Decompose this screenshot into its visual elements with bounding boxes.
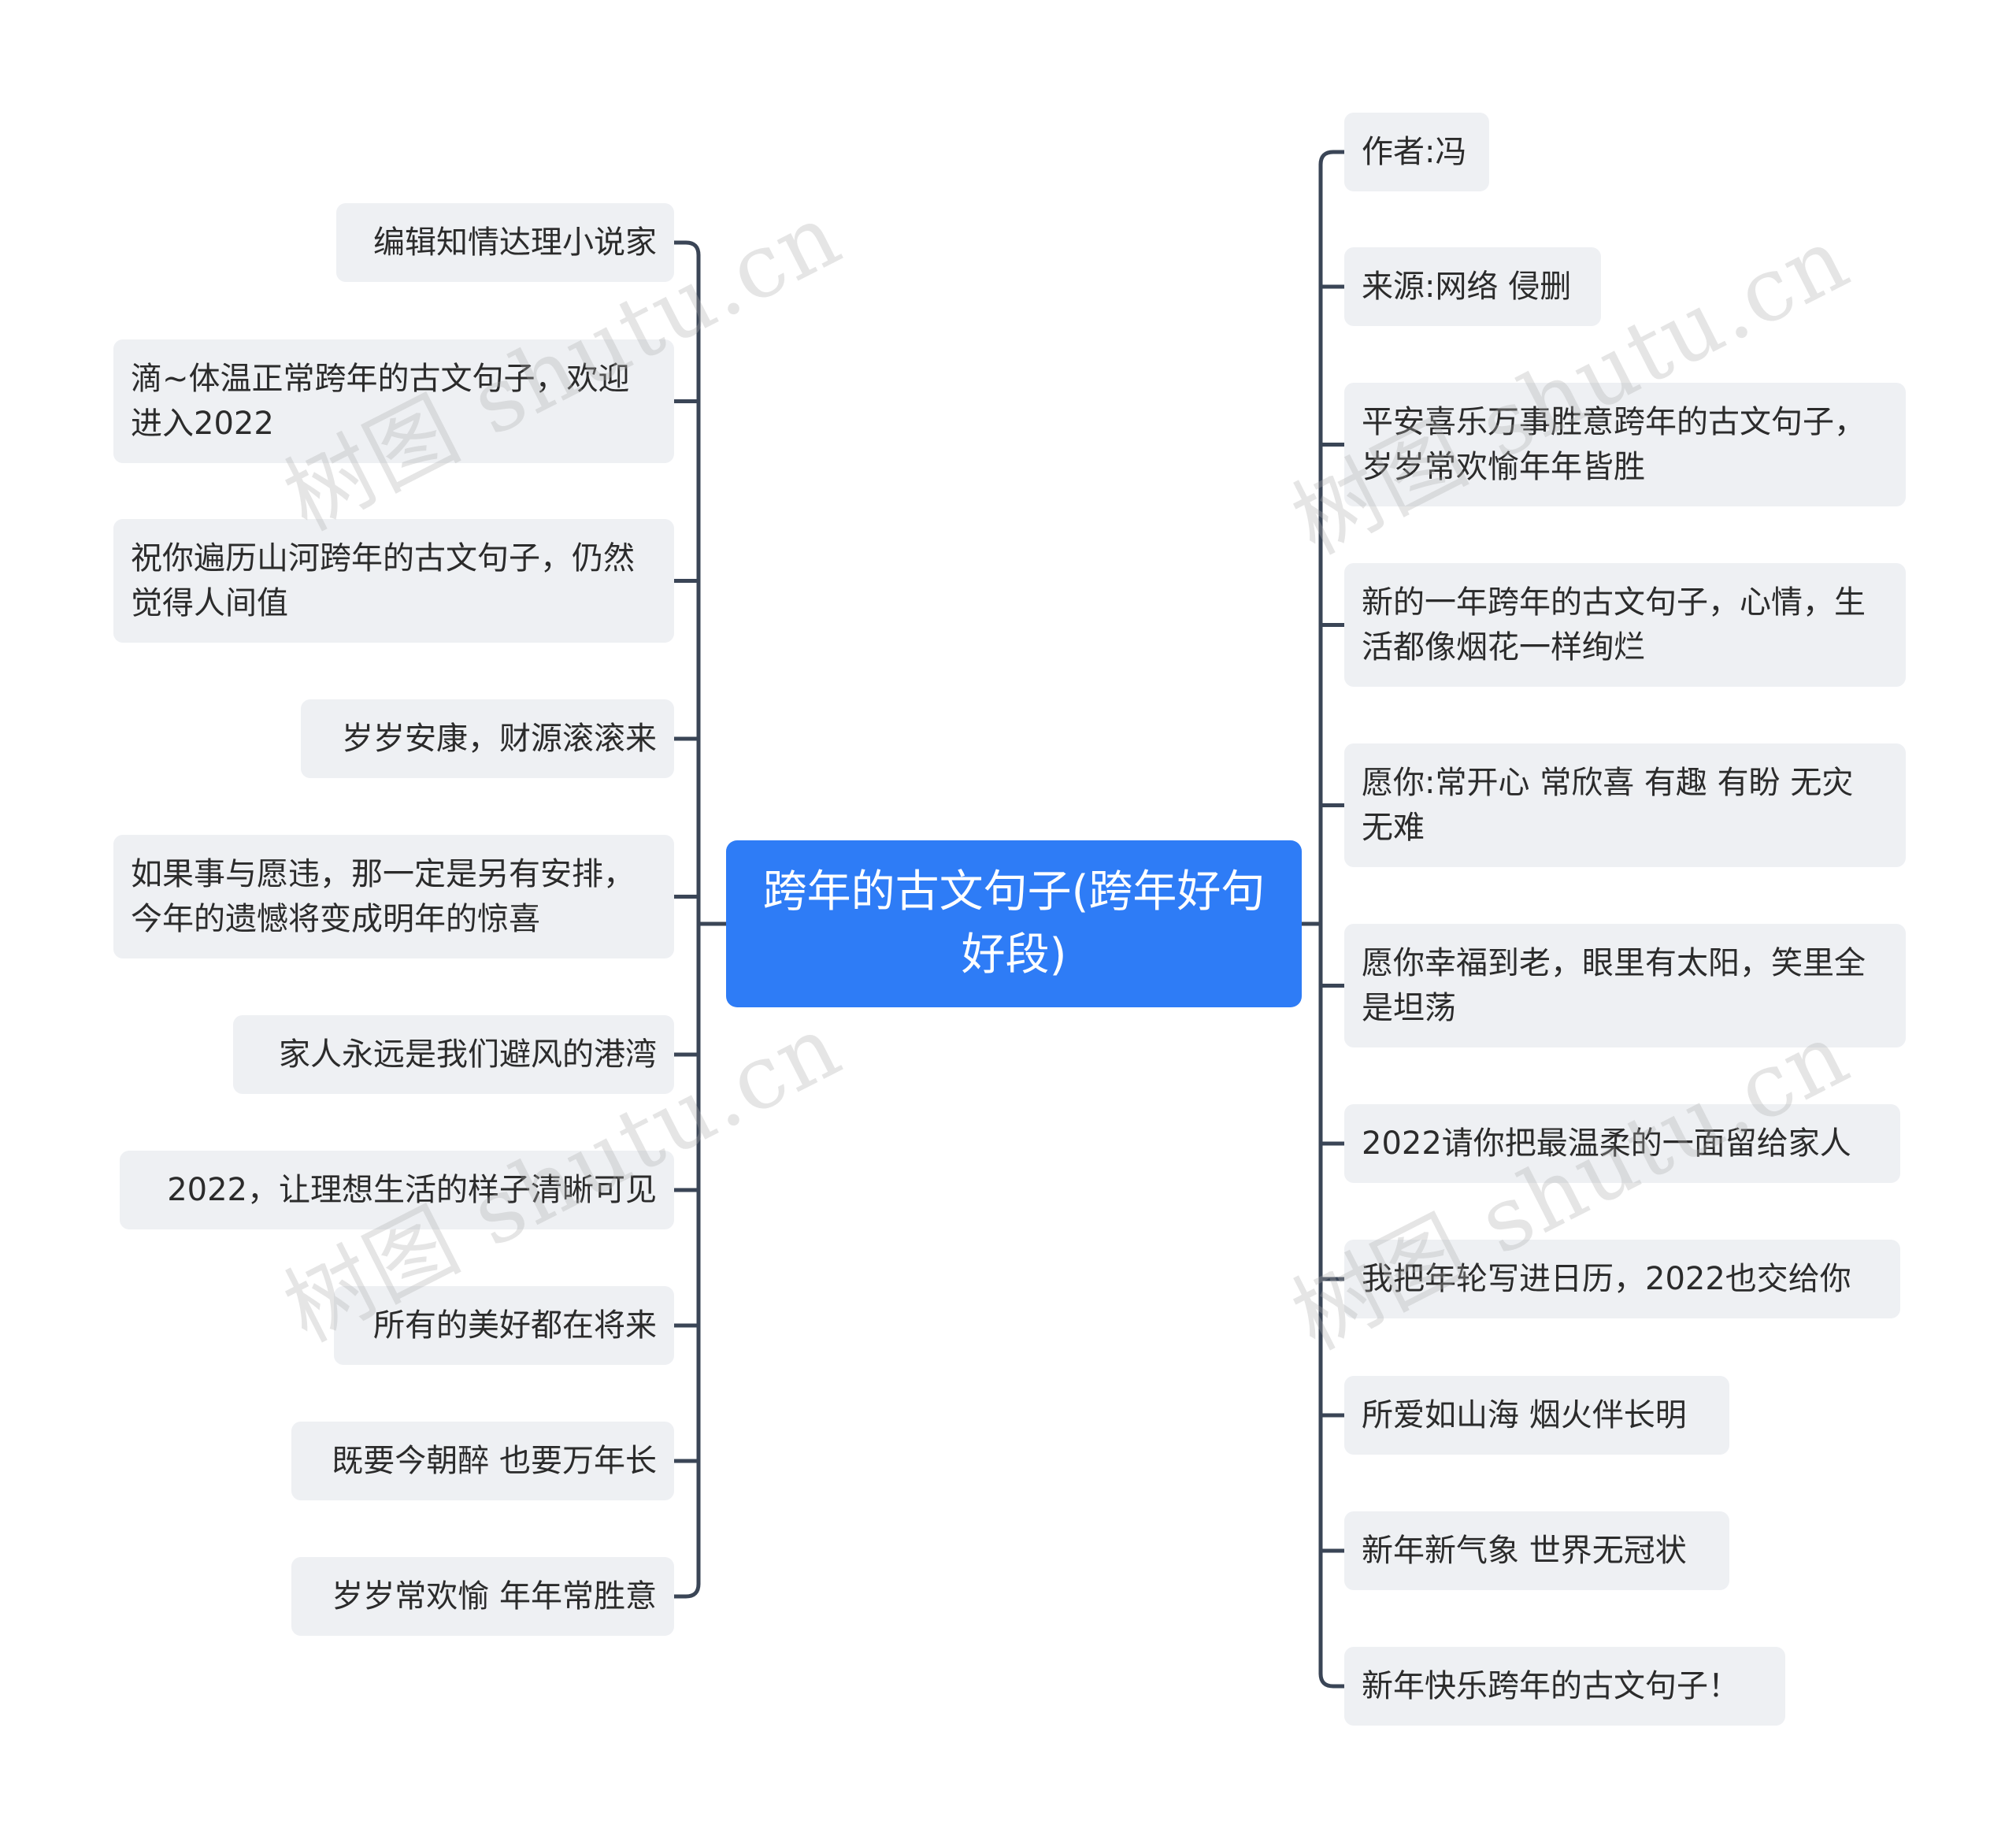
topic-label: 既要今朝醉 也要万年长 — [332, 1442, 657, 1479]
left-branch-connector — [672, 240, 701, 258]
topic-label: 如果事与愿违，那一定是另有安排，今年的遗憾将变成明年的惊喜 — [131, 855, 635, 937]
left-topic-8[interactable]: 所有的美好都在将来 — [334, 1286, 674, 1365]
topic-label: 愿你幸福到老，眼里有太阳，笑里全是坦荡 — [1362, 944, 1866, 1026]
left-topic-5[interactable]: 如果事与愿违，那一定是另有安排，今年的遗憾将变成明年的惊喜 — [113, 835, 674, 958]
topic-label: 我把年轮写进日历，2022也交给你 — [1362, 1260, 1851, 1297]
topic-label: 岁岁常欢愉 年年常胜意 — [332, 1578, 657, 1615]
right-branch-connector — [1318, 1671, 1347, 1689]
right-topic-8[interactable]: 我把年轮写进日历，2022也交给你 — [1344, 1240, 1900, 1318]
topic-label: 家人永远是我们避风的港湾 — [279, 1036, 657, 1073]
topic-label: 新年新气象 世界无冠状 — [1362, 1532, 1687, 1569]
right-topic-5[interactable]: 愿你:常开心 常欣喜 有趣 有盼 无灾 无难 — [1344, 743, 1906, 867]
right-topic-9[interactable]: 所爱如山海 烟火伴长明 — [1344, 1376, 1729, 1455]
left-branch-connector — [672, 1581, 701, 1599]
right-topic-4[interactable]: 新的一年跨年的古文句子，心情，生活都像烟花一样绚烂 — [1344, 563, 1906, 687]
topic-label: 新的一年跨年的古文句子，心情，生活都像烟花一样绚烂 — [1362, 584, 1866, 666]
left-topic-6[interactable]: 家人永远是我们避风的港湾 — [233, 1015, 674, 1094]
topic-label: 作者:冯 — [1362, 133, 1467, 170]
left-topic-3[interactable]: 祝你遍历山河跨年的古文句子，仍然觉得人间值 — [113, 519, 674, 643]
right-topic-3[interactable]: 平安喜乐万事胜意跨年的古文句子，岁岁常欢愉年年皆胜 — [1344, 383, 1906, 506]
root-topic[interactable]: 跨年的古文句子(跨年好句好段) — [726, 840, 1302, 1007]
left-topic-10[interactable]: 岁岁常欢愉 年年常胜意 — [291, 1557, 674, 1636]
right-topic-1[interactable]: 作者:冯 — [1344, 113, 1489, 191]
left-topic-2[interactable]: 滴~体温正常跨年的古文句子，欢迎进入2022 — [113, 339, 674, 463]
right-topic-2[interactable]: 来源:网络 侵删 — [1344, 247, 1601, 326]
left-topic-7[interactable]: 2022，让理想生活的样子清晰可见 — [120, 1151, 674, 1229]
right-topic-7[interactable]: 2022请你把最温柔的一面留给家人 — [1344, 1104, 1900, 1183]
topic-label: 2022，让理想生活的样子清晰可见 — [167, 1171, 657, 1208]
topic-label: 编辑知情达理小说家 — [373, 224, 657, 261]
topic-label: 滴~体温正常跨年的古文句子，欢迎进入2022 — [131, 360, 630, 442]
topic-label: 祝你遍历山河跨年的古文句子，仍然觉得人间值 — [131, 539, 635, 621]
topic-label: 所爱如山海 烟火伴长明 — [1362, 1396, 1687, 1433]
topic-label: 所有的美好都在将来 — [373, 1307, 657, 1344]
topic-label: 来源:网络 侵删 — [1362, 268, 1572, 305]
left-topic-4[interactable]: 岁岁安康，财源滚滚来 — [301, 699, 674, 778]
right-topic-10[interactable]: 新年新气象 世界无冠状 — [1344, 1511, 1729, 1590]
right-branch-connector — [1318, 150, 1347, 167]
right-topic-6[interactable]: 愿你幸福到老，眼里有太阳，笑里全是坦荡 — [1344, 924, 1906, 1047]
topic-label: 2022请你把最温柔的一面留给家人 — [1362, 1125, 1851, 1162]
right-topic-11[interactable]: 新年快乐跨年的古文句子！ — [1344, 1647, 1785, 1726]
topic-label: 新年快乐跨年的古文句子！ — [1362, 1667, 1740, 1704]
topic-label: 岁岁安康，财源滚滚来 — [342, 720, 657, 757]
left-topic-1[interactable]: 编辑知情达理小说家 — [336, 203, 674, 282]
left-topic-9[interactable]: 既要今朝醉 也要万年长 — [291, 1422, 674, 1500]
topic-label: 平安喜乐万事胜意跨年的古文句子，岁岁常欢愉年年皆胜 — [1362, 403, 1866, 485]
topic-label: 愿你:常开心 常欣喜 有趣 有盼 无灾 无难 — [1362, 764, 1854, 846]
